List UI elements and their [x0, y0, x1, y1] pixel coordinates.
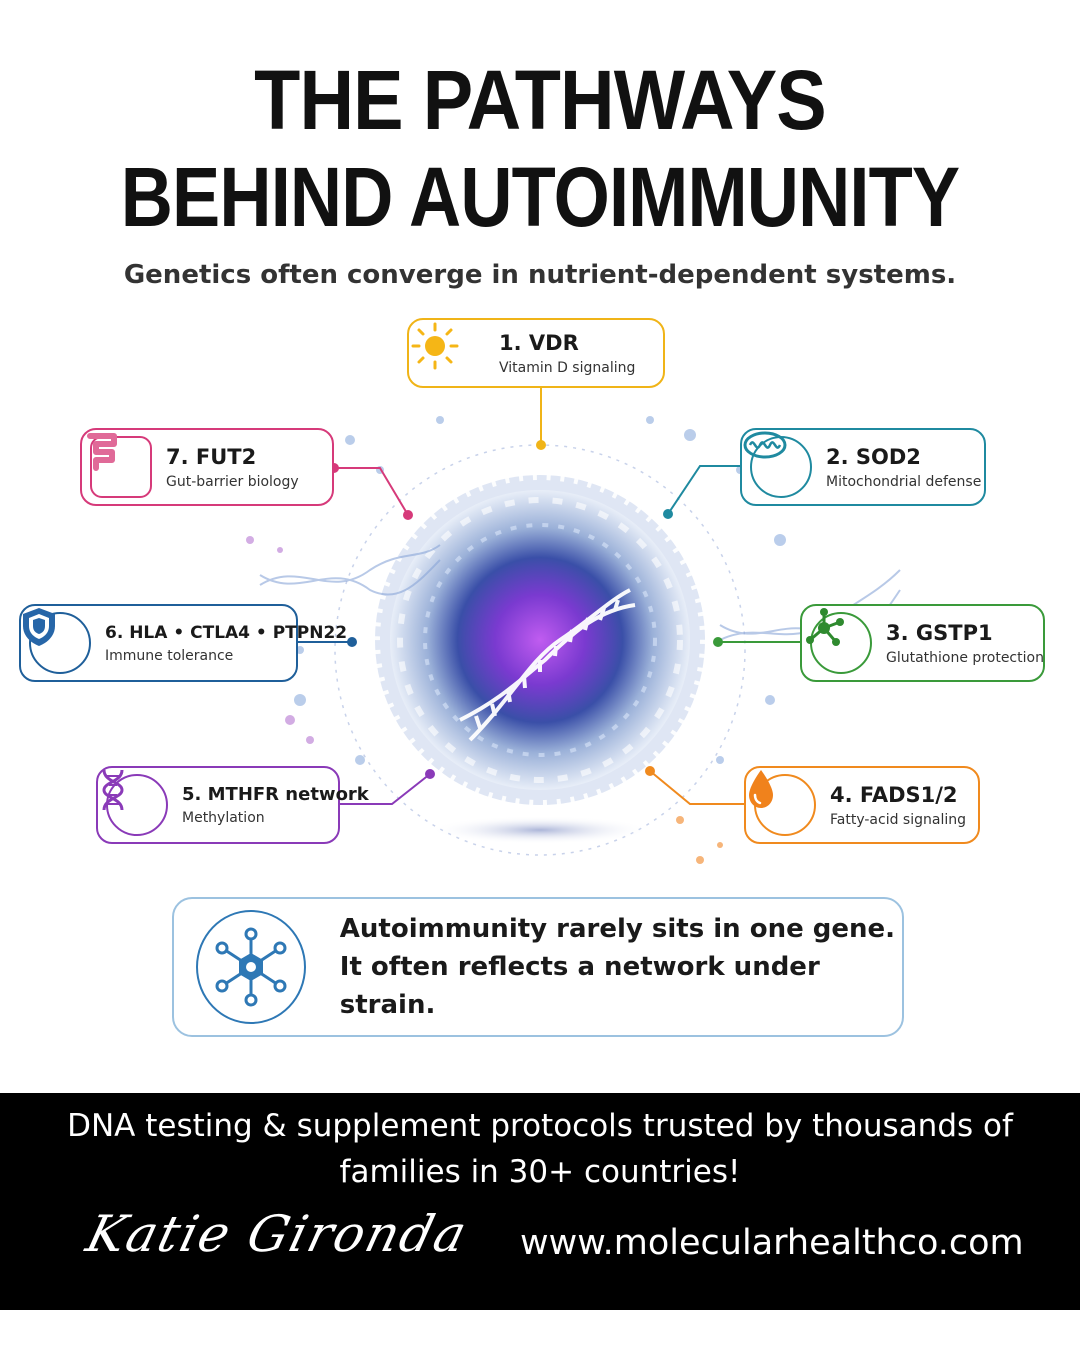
summary-box: Autoimmunity rarely sits in one gene. It…: [172, 897, 904, 1037]
title-line-1: THE PATHWAYS: [254, 53, 827, 147]
dna-icon: [102, 769, 168, 836]
pathway-title: 1. VDR: [499, 330, 579, 355]
pathway-subtitle: Immune tolerance: [105, 647, 234, 664]
pathway-title: 5. MTHFR network: [182, 784, 369, 805]
pathway-card-mthfr: 5. MTHFR network Methylation: [96, 766, 369, 844]
cell-illustration: [246, 385, 901, 864]
pathway-card-vdr: 1. VDR Vitamin D signaling: [407, 318, 665, 388]
intestine-icon: [87, 433, 152, 498]
pathway-title: 3. GSTP1: [886, 620, 993, 645]
molecule-icon: [806, 608, 872, 674]
footer-tagline: DNA testing & supplement protocols trust…: [67, 1108, 1013, 1190]
footer-banner: DNA testing & supplement protocols trust…: [0, 1093, 1080, 1310]
pathway-diagram: 1. VDR Vitamin D signaling 7. FUT2 Gut-b…: [0, 300, 1080, 900]
pathway-title: 2. SOD2: [826, 444, 921, 469]
pathway-subtitle: Methylation: [182, 810, 265, 826]
pathway-title: 4. FADS1/2: [830, 782, 958, 807]
sun-icon: [411, 322, 485, 383]
subtitle: Genetics often converge in nutrient-depe…: [123, 260, 957, 290]
network-icon: [196, 910, 306, 1024]
pathway-card-hla: 6. HLA • CTLA4 • PTPN22 Immune tolerance: [19, 604, 347, 682]
pathway-subtitle: Mitochondrial defense: [826, 473, 982, 490]
pathway-subtitle: Glutathione protection: [886, 649, 1044, 666]
signature: Katie Gironda: [80, 1205, 474, 1263]
pathway-subtitle: Vitamin D signaling: [499, 359, 636, 376]
summary-line-2: It often reflects a network under strain…: [339, 952, 820, 1020]
pathway-title: 7. FUT2: [166, 444, 257, 469]
cell-body: [370, 470, 710, 810]
pathway-subtitle: Gut-barrier biology: [166, 473, 299, 490]
pathway-subtitle: Fatty-acid signaling: [830, 811, 966, 828]
pathway-card-fut2: 7. FUT2 Gut-barrier biology: [80, 428, 334, 506]
title-line-2: BEHIND AUTOIMMUNITY: [120, 150, 960, 244]
pathway-card-fads: 4. FADS1/2 Fatty-acid signaling: [744, 766, 980, 844]
drop-icon: [749, 770, 816, 836]
pathway-card-sod2: 2. SOD2 Mitochondrial defense: [740, 428, 986, 506]
dna-helix-center: [459, 588, 636, 742]
website-link[interactable]: www.molecularhealthco.com: [520, 1223, 1024, 1263]
pathway-title: 6. HLA • CTLA4 • PTPN22: [105, 622, 348, 643]
pathway-card-gstp1: 3. GSTP1 Glutathione protection: [800, 604, 1045, 682]
summary-line-1: Autoimmunity rarely sits in one gene.: [339, 914, 896, 944]
shield-icon: [23, 608, 91, 674]
mitochondria-icon: [743, 431, 812, 498]
